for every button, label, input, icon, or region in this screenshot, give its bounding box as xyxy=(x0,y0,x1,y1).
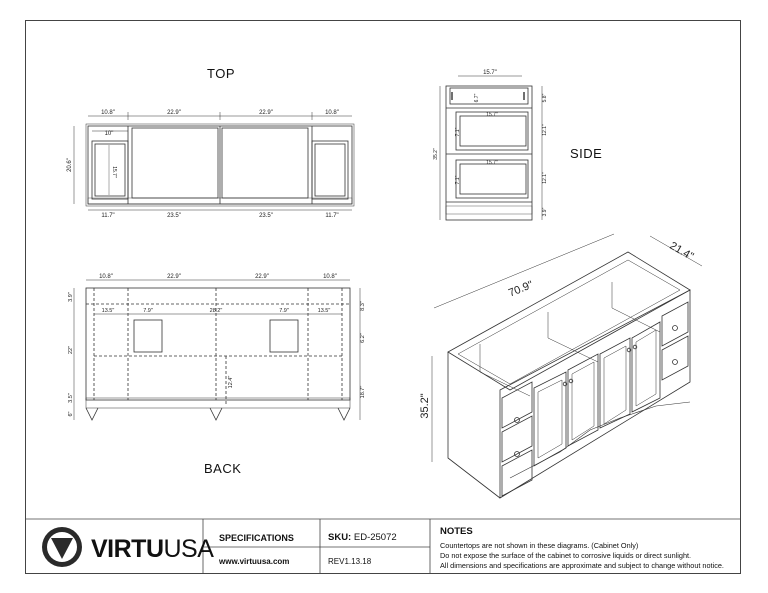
dim-side-right: 3.9" xyxy=(542,207,548,216)
note-line: Countertops are not shown in these diagr… xyxy=(440,541,639,550)
dim-iso-width: 70.9" xyxy=(507,279,535,300)
dim-back-center: 12.4" xyxy=(228,376,234,389)
dim-back-upper: 22.9" xyxy=(167,274,181,280)
sku-key: SKU: xyxy=(328,532,352,543)
dim-back-right: 6.2" xyxy=(360,333,366,343)
back-view xyxy=(73,279,361,421)
dim-iso-depth: 21.4" xyxy=(668,240,696,263)
dim-top-drawer: 15.7" xyxy=(111,166,117,178)
sku-label: SKU: ED-25072 xyxy=(328,532,397,543)
revision-label: REV1.13.18 xyxy=(328,557,372,566)
dim-top-upper: 10.8" xyxy=(101,110,115,116)
dim-side-right: 5.8" xyxy=(542,93,548,102)
brand-light: USA xyxy=(163,535,214,563)
dim-back-second: 13.5" xyxy=(318,308,331,314)
dim-back-second: 7.9" xyxy=(143,308,153,314)
dim-back-right: 8.3" xyxy=(360,301,366,311)
specifications-label: SPECIFICATIONS xyxy=(219,533,294,543)
view-label-back: BACK xyxy=(204,461,242,476)
dim-top-lower: 23.5" xyxy=(167,213,181,219)
dim-back-left: 3.5" xyxy=(68,393,74,403)
dim-top-upper: 22.9" xyxy=(167,110,181,116)
footer-grid xyxy=(25,518,741,574)
website-link[interactable]: www.virtuusa.com xyxy=(219,557,290,566)
top-view xyxy=(73,112,355,211)
brand-wordmark: VIRTUUSA xyxy=(91,535,214,564)
dim-back-left: 3.9" xyxy=(68,292,74,302)
dim-top-depth: 20.6" xyxy=(67,158,73,172)
dim-top-lower: 11.7" xyxy=(101,213,114,219)
dim-side-left-inner: 7.1" xyxy=(455,175,461,184)
dim-back-second: 28.2" xyxy=(210,308,223,314)
dim-side-right: 12.1" xyxy=(542,124,548,136)
notes-title: NOTES xyxy=(440,526,473,537)
dim-top-inner: 10" xyxy=(105,131,114,137)
dim-top-upper: 22.9" xyxy=(259,110,273,116)
dim-iso-height: 35.2" xyxy=(419,393,431,418)
dim-back-second: 13.5" xyxy=(102,308,115,314)
dim-side-left-inner: 7.1" xyxy=(455,127,461,136)
dim-top-upper: 10.8" xyxy=(325,110,339,116)
drawing-sheet-border xyxy=(25,20,741,574)
dim-top-lower: 23.5" xyxy=(259,213,273,219)
dim-side-width: 15.7" xyxy=(483,70,497,76)
dim-side-inner: 15.7" xyxy=(486,112,498,118)
note-line: Do not expose the surface of the cabinet… xyxy=(440,551,692,560)
sku-value: ED-25072 xyxy=(353,532,397,543)
dim-side-inner: 15.7" xyxy=(486,160,498,166)
dim-back-left: 6" xyxy=(68,411,74,416)
dim-top-lower: 11.7" xyxy=(325,213,338,219)
dim-back-upper: 22.9" xyxy=(255,274,269,280)
side-view xyxy=(439,75,543,221)
virtu-logo-icon xyxy=(42,527,82,567)
dim-side-height: 35.2" xyxy=(433,148,439,160)
view-label-top: TOP xyxy=(207,66,235,81)
brand-bold: VIRTU xyxy=(91,535,164,563)
dim-back-second: 7.9" xyxy=(279,308,289,314)
dim-back-upper: 10.8" xyxy=(323,274,337,280)
dim-back-upper: 10.8" xyxy=(99,274,113,280)
dim-back-right: 18.7" xyxy=(360,386,366,399)
dim-back-left: 22" xyxy=(68,346,74,354)
dim-side-inner: 6.7" xyxy=(474,93,480,102)
dim-side-right: 12.1" xyxy=(542,172,548,184)
isometric-view xyxy=(431,233,703,499)
note-line: All dimensions and specifications are ap… xyxy=(440,561,724,570)
view-label-side: SIDE xyxy=(570,146,603,161)
